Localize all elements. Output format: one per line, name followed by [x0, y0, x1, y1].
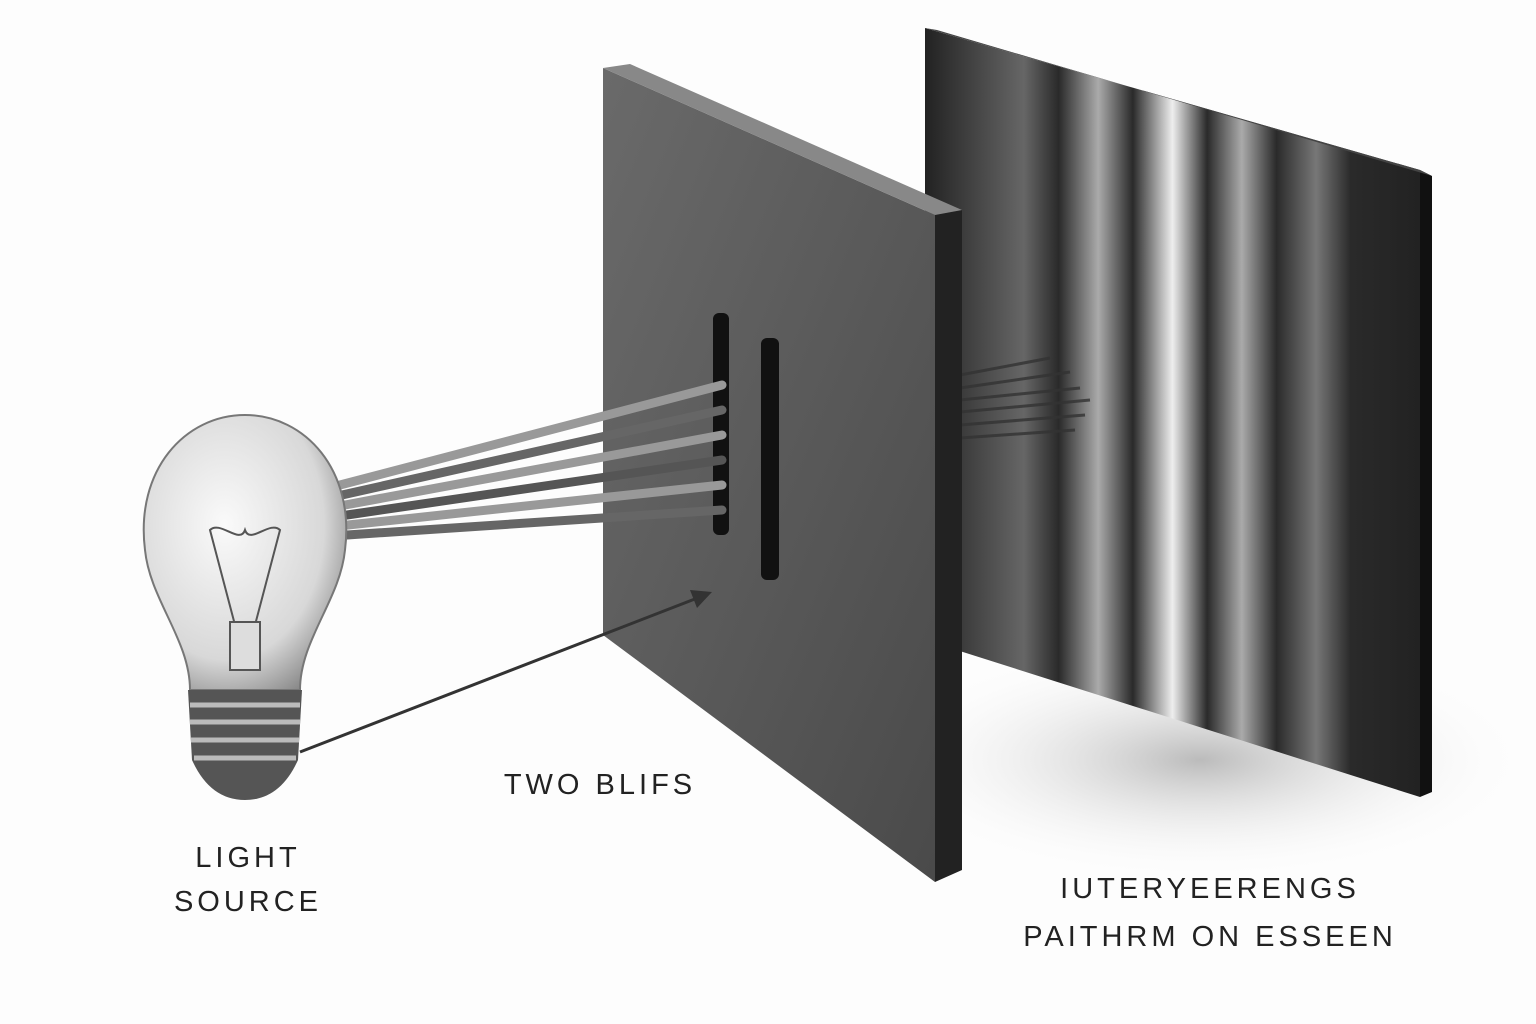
- screen: [925, 28, 1432, 797]
- light-source-label: LIGHT SOURCE: [148, 836, 348, 924]
- slits-label: TWO BLIFS: [503, 769, 697, 801]
- slit-2: [761, 338, 779, 580]
- arrow: [299, 590, 712, 754]
- light-bulb-icon: [142, 413, 348, 800]
- screen-label-line-2: PAITHRM ON ESSEEN: [1023, 921, 1397, 953]
- screen-label-line-1: IUTERYEERENGS: [1060, 873, 1360, 905]
- light-source-label-line-2: SOURCE: [173, 886, 323, 918]
- slit-plate: [603, 64, 962, 882]
- plate-edge: [935, 210, 962, 882]
- plate-top: [603, 64, 962, 215]
- light-beams: [335, 380, 727, 540]
- light-source-label-line-1: LIGHT: [195, 842, 301, 874]
- screen-edge: [1420, 170, 1432, 797]
- slit-1: [713, 313, 729, 535]
- interference-pattern: [925, 28, 1420, 797]
- transmitted-beams: [959, 356, 1091, 440]
- screen-label: IUTERYEERENGS PAITHRM ON ESSEEN: [990, 865, 1430, 961]
